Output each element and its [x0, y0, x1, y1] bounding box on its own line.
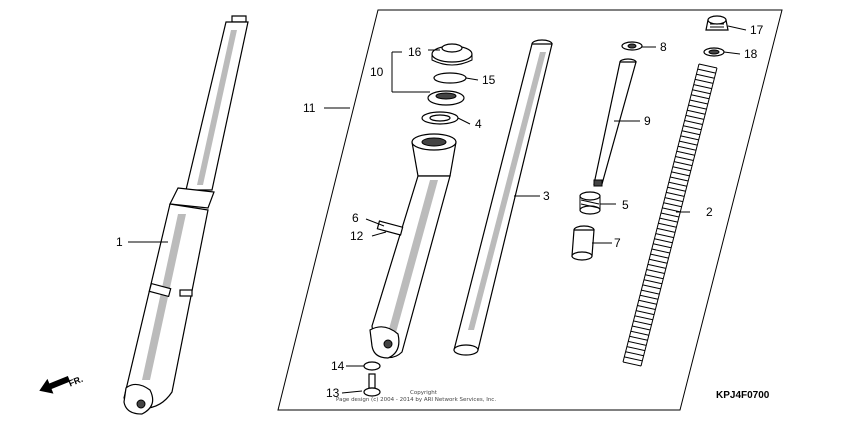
part-17-fork-bolt[interactable] — [705, 15, 729, 31]
part-14-sealing-washer[interactable] — [363, 361, 381, 371]
part-4-washer[interactable] — [421, 111, 459, 125]
part-11-bottom-case[interactable] — [369, 133, 457, 359]
fr-label: FR. — [67, 374, 84, 389]
callout-15: 15 — [482, 73, 496, 87]
part-18-o-ring[interactable] — [703, 47, 725, 57]
part-2-fork-spring[interactable] — [622, 63, 718, 367]
callout-11: 11 — [303, 101, 316, 115]
callout-12: 12 — [350, 229, 364, 243]
assembly-group-outline — [277, 9, 783, 411]
callout-3: 3 — [543, 189, 550, 203]
callout-6: 6 — [352, 211, 359, 225]
front-direction-indicator: FR. — [39, 374, 84, 394]
leader-lines — [128, 25, 747, 394]
part-10-oil-seal[interactable] — [427, 90, 465, 106]
callout-18: 18 — [744, 47, 758, 61]
part-13-socket-bolt[interactable] — [363, 373, 381, 397]
callout-1: 1 — [116, 235, 123, 249]
part-3-fork-pipe[interactable] — [453, 39, 553, 356]
part-1-fork-assembly[interactable] — [123, 15, 249, 415]
callout-14: 14 — [331, 359, 345, 373]
callout-2: 2 — [706, 205, 713, 219]
part-8-piston-ring[interactable] — [621, 41, 643, 51]
copyright-line-2: Page design (c) 2004 - 2014 by ARI Netwo… — [336, 397, 496, 403]
part-9-damper-rod[interactable] — [593, 58, 637, 187]
arrow-left-down-icon — [39, 375, 71, 394]
copyright-line-1: Copyright — [410, 390, 438, 396]
diagram-code: KPJ4F0700 — [716, 390, 770, 401]
callout-10: 10 — [370, 65, 384, 79]
part-16-cap[interactable] — [431, 43, 473, 66]
callout-8: 8 — [660, 40, 667, 54]
callout-4: 4 — [475, 117, 482, 131]
part-15-circlip[interactable] — [433, 72, 467, 84]
callout-16: 16 — [408, 45, 422, 59]
callout-labels: 1 2 3 4 5 6 7 8 9 10 11 12 13 14 15 16 1… — [116, 23, 764, 400]
part-5-rebound-spring[interactable] — [579, 191, 601, 215]
callout-9: 9 — [644, 114, 651, 128]
callout-7: 7 — [614, 236, 621, 250]
callout-13: 13 — [326, 386, 340, 400]
part-7-oil-lock-piece[interactable] — [571, 225, 595, 261]
callout-5: 5 — [622, 198, 629, 212]
callout-17: 17 — [750, 23, 764, 37]
